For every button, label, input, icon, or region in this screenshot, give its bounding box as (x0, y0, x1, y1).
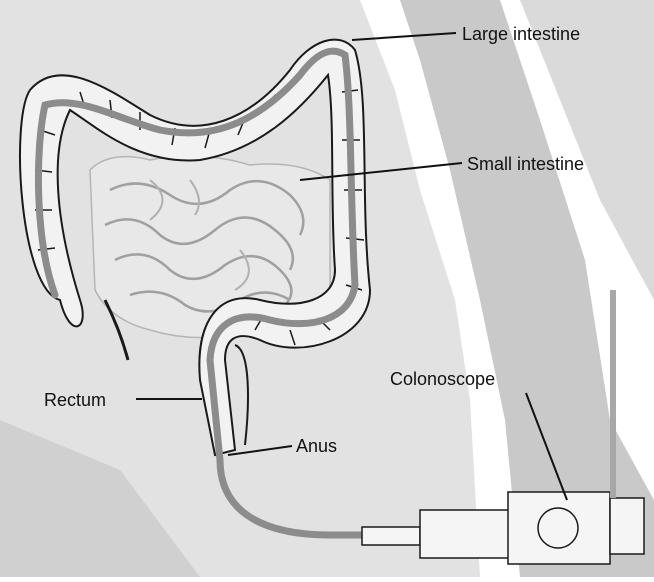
label-small-intestine: Small intestine (467, 154, 584, 174)
label-large-intestine: Large intestine (462, 24, 580, 44)
label-rectum: Rectum (44, 390, 106, 410)
label-colonoscope: Colonoscope (390, 369, 495, 389)
label-anus: Anus (296, 436, 337, 456)
